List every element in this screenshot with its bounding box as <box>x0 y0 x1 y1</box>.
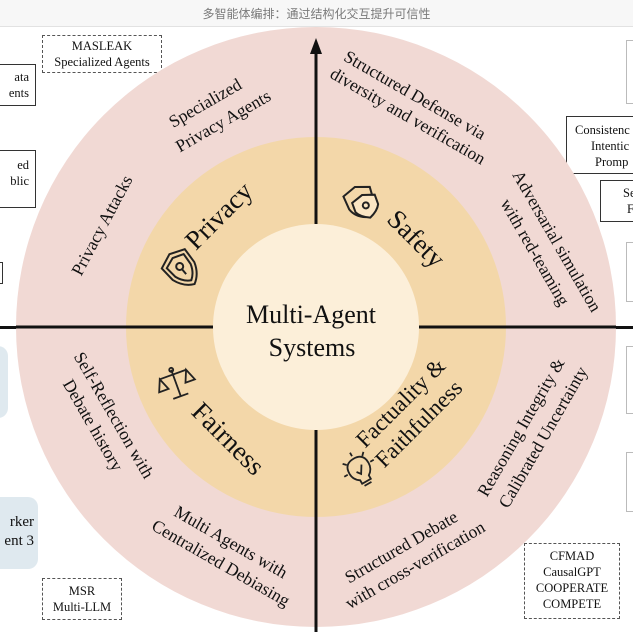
left-bottom-partial-line-2: ent 3 <box>4 533 34 549</box>
left-top-partial-box: ata ents <box>0 64 36 106</box>
right-top-partial-line-2: Intentic <box>591 139 630 153</box>
right-mid-partial-box: Se F <box>600 180 633 222</box>
msr-box: MSR Multi-LLM <box>42 578 122 620</box>
window-title: 多智能体编排：通过结构化交互提升可信性 <box>202 7 431 21</box>
msr-subtitle: Multi-LLM <box>52 600 112 614</box>
left-top-partial-line-2: ents <box>8 86 29 100</box>
shield-lock-icon <box>160 247 198 286</box>
right-blank-partial-box-1 <box>626 40 633 104</box>
right-top-partial-line-1: Consistenc <box>575 123 630 137</box>
center-title-line-1: Multi-Agent <box>246 300 377 329</box>
lightbulb-icon <box>342 451 375 487</box>
divider-right-extension <box>602 326 633 329</box>
window-title-bar: 多智能体编排：通过结构化交互提升可信性 <box>0 0 633 27</box>
right-mid-partial-line-1: Se <box>623 186 633 200</box>
left-blue-panel-top <box>0 346 8 418</box>
center-title-line-2: Systems <box>269 333 356 362</box>
masleak-subtitle: Specialized Agents <box>54 55 150 69</box>
masleak-box: MASLEAK Specialized Agents <box>42 35 162 73</box>
vertical-divider-arrowhead <box>310 38 322 54</box>
right-top-partial-box: Consistenc Intentic Promp <box>566 116 633 174</box>
right-blank-partial-box-2 <box>626 242 633 302</box>
inner-circle <box>213 224 419 430</box>
left-top-partial-line-1: ata <box>14 70 29 84</box>
left-small-partial-box <box>0 262 3 284</box>
cfmad-line-4: COMPETE <box>542 597 602 611</box>
left-mid-partial-line-1: ed <box>17 158 29 172</box>
right-mid-partial-line-2: F <box>627 202 633 216</box>
left-mid-partial-box: ed blic <box>0 150 36 208</box>
right-blank-partial-box-4 <box>626 452 633 512</box>
cfmad-line-3: COOPERATE <box>535 581 609 595</box>
right-top-partial-line-3: Promp <box>595 155 629 169</box>
divider-left-extension <box>0 326 30 329</box>
cfmad-line-1: CFMAD <box>549 549 595 563</box>
scales-icon <box>158 366 197 400</box>
right-blank-partial-box-3 <box>626 346 633 414</box>
shield-badge-icon <box>342 185 380 219</box>
cfmad-line-2: CausalGPT <box>543 565 601 579</box>
left-bottom-partial-line-1: rker <box>9 514 34 530</box>
left-bottom-partial-box: rker ent 3 <box>0 497 38 569</box>
cfmad-box: CFMAD CausalGPT COOPERATE COMPETE <box>524 543 620 619</box>
masleak-title: MASLEAK <box>71 39 133 53</box>
msr-title: MSR <box>68 584 96 598</box>
left-mid-partial-line-2: blic <box>10 174 29 188</box>
